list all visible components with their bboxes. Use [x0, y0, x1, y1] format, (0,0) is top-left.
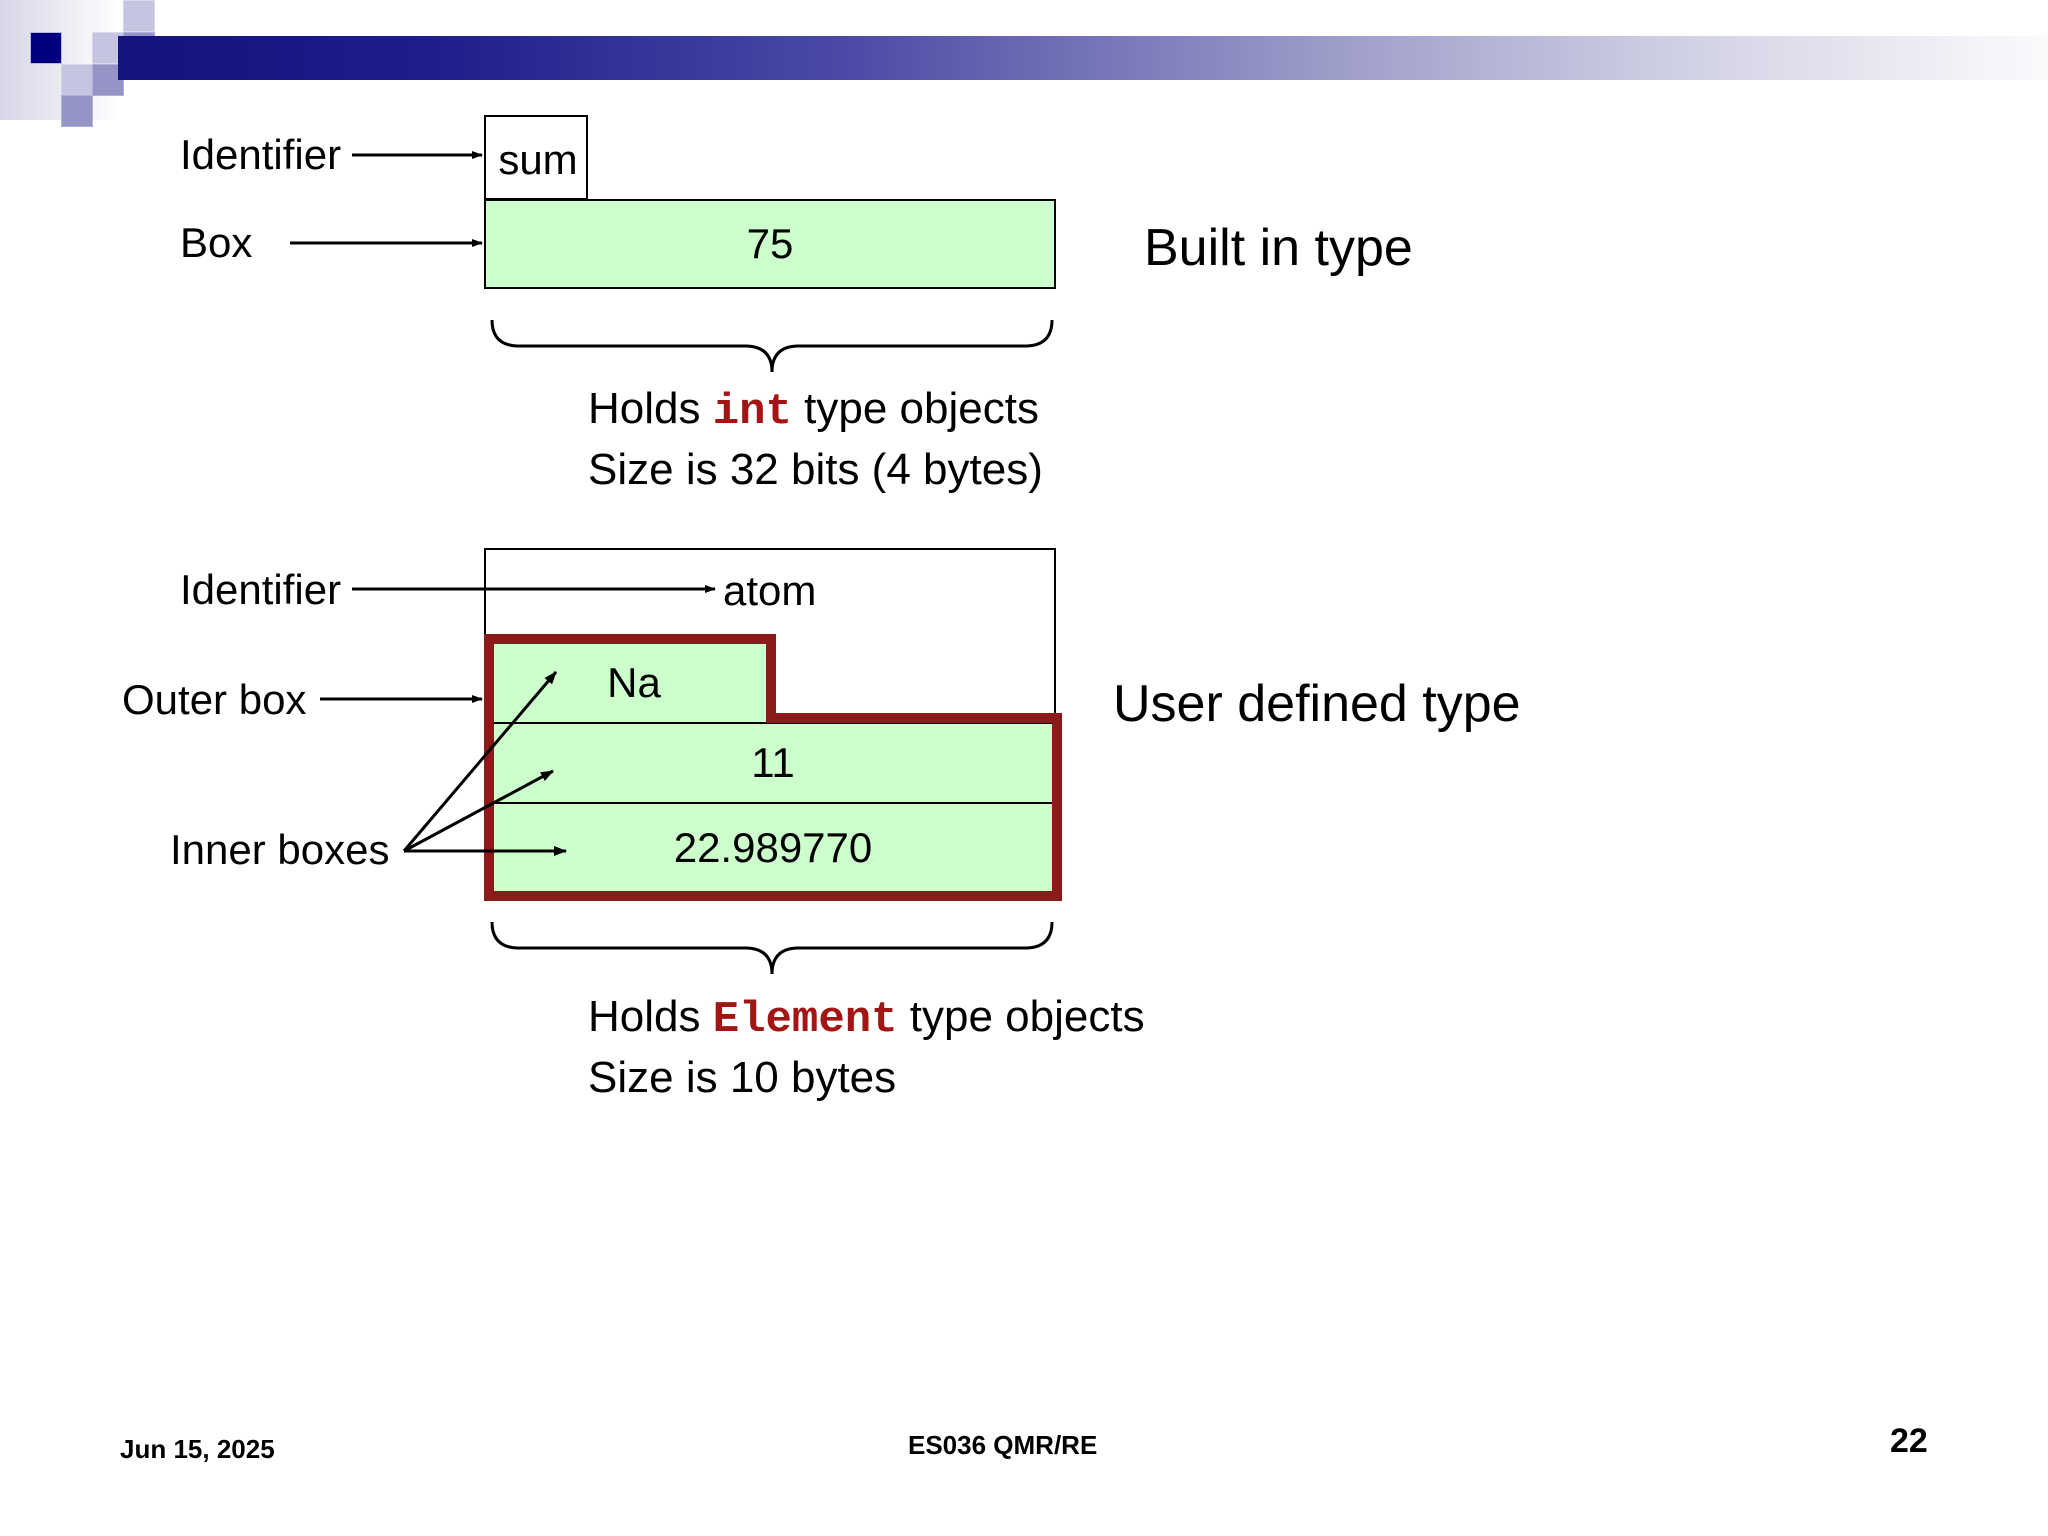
udt-identifier-name: atom: [723, 567, 817, 614]
header-square-7: [61, 95, 93, 127]
udt-red-edge-step-horz: [766, 713, 1062, 723]
udt-inner-boxes-label: Inner boxes: [170, 826, 390, 873]
footer-course: ES036 QMR/RE: [908, 1430, 1098, 1460]
udt-type-heading: User defined type: [1113, 675, 1521, 733]
udt-member-cell-2: 22.989770: [492, 803, 1054, 893]
builtin-type-heading: Built in type: [1144, 219, 1413, 277]
udt-caption: Holds Element type objects Size is 10 by…: [588, 988, 1145, 1106]
builtin-value: 75: [746, 220, 794, 267]
builtin-caption-post: type objects: [791, 384, 1039, 433]
header-decoration: [0, 0, 2048, 127]
udt-member-cell-1: 11: [492, 723, 1054, 803]
header-gradient-bar: [118, 36, 2048, 80]
udt-red-edge-bottom: [484, 891, 1062, 901]
udt-identifier-label: Identifier: [180, 566, 342, 613]
udt-member-cell-0: Na: [492, 642, 776, 723]
footer-date: Jun 15, 2025: [120, 1434, 275, 1464]
udt-caption-code: Element: [712, 995, 898, 1045]
brace-builtin: [490, 319, 1054, 373]
builtin-value-box: 75: [484, 199, 1056, 289]
udt-red-edge-top: [484, 634, 776, 644]
udt-member-value-1: 11: [751, 739, 795, 786]
header-square-2: [123, 0, 155, 32]
udt-divider-0: [492, 722, 1054, 724]
builtin-caption: Holds int type objects Size is 32 bits (…: [588, 380, 1043, 498]
builtin-identifier-name: sum: [498, 135, 578, 183]
footer-page-number: 22: [1890, 1422, 1928, 1460]
udt-divider-1: [492, 802, 1054, 804]
builtin-caption-pre: Holds: [588, 384, 713, 433]
udt-caption-line2: Size is 10 bytes: [588, 1053, 897, 1103]
header-square-5: [61, 64, 93, 96]
udt-member-value-0: Na: [607, 658, 661, 706]
udt-member-value-2: 22.989770: [673, 824, 873, 871]
builtin-identifier-label: Identifier: [180, 131, 342, 178]
udt-inner-boxes: Na 11 22.989770: [484, 634, 1062, 901]
udt-red-edge-left: [484, 634, 494, 901]
header-square-dark: [30, 32, 62, 64]
udt-caption-pre: Holds: [588, 992, 713, 1041]
builtin-caption-code: int: [712, 387, 792, 437]
udt-red-edge-step-vert: [766, 634, 776, 723]
builtin-box-label: Box: [180, 219, 253, 266]
builtin-identifier-box: sum: [484, 115, 588, 200]
brace-udt: [490, 921, 1054, 975]
udt-red-edge-right: [1052, 713, 1062, 901]
builtin-caption-line2: Size is 32 bits (4 bytes): [588, 445, 1043, 495]
udt-caption-post: type objects: [897, 992, 1145, 1041]
udt-outer-box-label: Outer box: [122, 676, 307, 723]
